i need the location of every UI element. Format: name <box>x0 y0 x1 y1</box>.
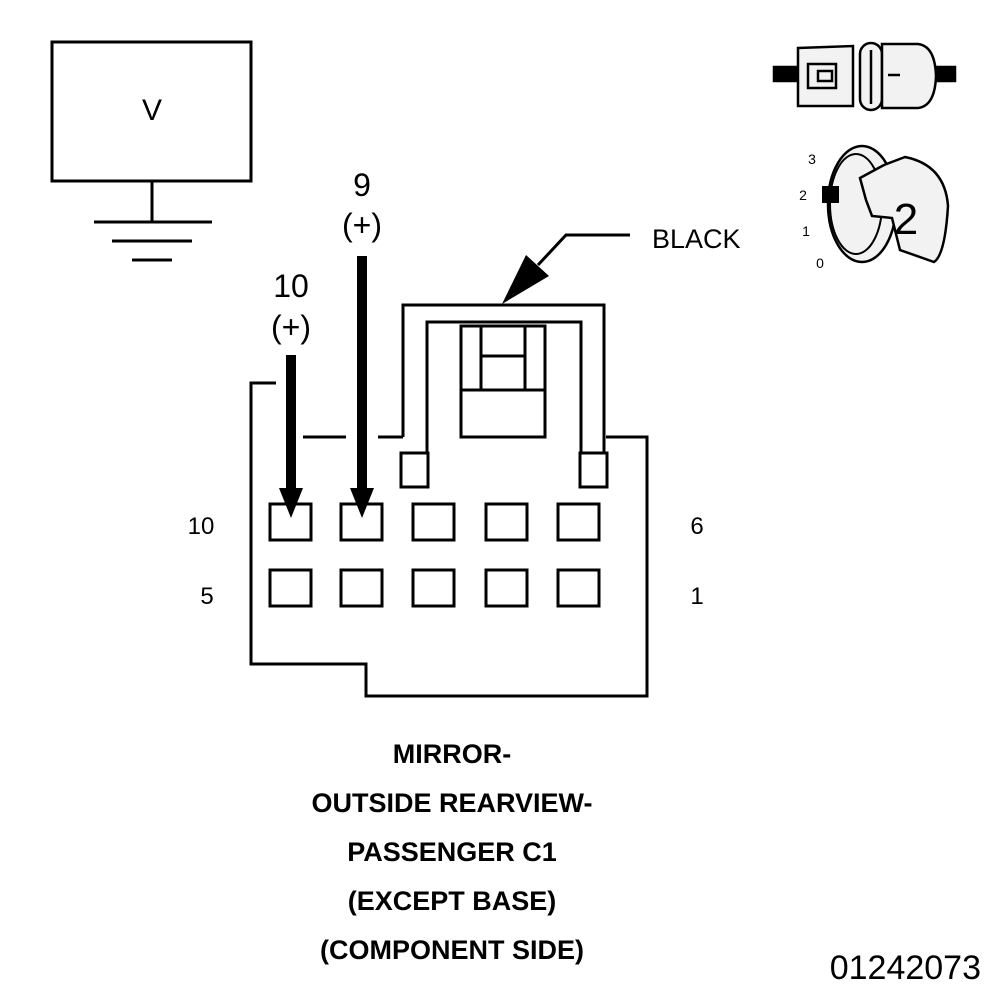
cavity-2 <box>484 568 529 608</box>
key-position-1: 1 <box>802 223 810 239</box>
probe-arrow-10 <box>279 355 303 518</box>
color-callout: BLACK <box>502 224 741 304</box>
probe-9-polarity-label: (+) <box>342 207 382 243</box>
voltmeter: V <box>50 40 253 262</box>
cavity-6 <box>556 502 601 542</box>
cavity-4 <box>339 568 384 608</box>
key-position-2: 2 <box>799 187 807 203</box>
cavity-7 <box>484 502 529 542</box>
row-bottom-left-label: 5 <box>200 583 213 610</box>
caption-line-2: OUTSIDE REARVIEW- <box>312 788 593 818</box>
cavity-1 <box>556 568 601 608</box>
pin-cavities <box>268 502 601 608</box>
connector-caption: MIRROR- OUTSIDE REARVIEW- PASSENGER C1 (… <box>312 739 593 965</box>
probe-9-pin-label: 9 <box>353 167 371 203</box>
cavity-5 <box>268 568 313 608</box>
connector-latch <box>399 303 609 489</box>
row-bottom-right-label: 1 <box>690 583 703 610</box>
key-position-3: 3 <box>808 151 816 167</box>
ground-symbol <box>94 181 212 262</box>
connector-pair-icon <box>772 41 957 112</box>
figure-id: 01242073 <box>830 949 981 987</box>
cavity-8 <box>411 502 456 542</box>
connector: 10 6 5 1 <box>188 303 704 698</box>
key-position-0: 0 <box>816 255 824 271</box>
cavity-3 <box>411 568 456 608</box>
caption-line-4: (EXCEPT BASE) <box>348 886 557 916</box>
ignition-key-icon: 3 2 1 0 2 <box>799 144 950 271</box>
probe-10-pin-label: 10 <box>273 268 309 304</box>
probe-10-polarity-label: (+) <box>271 309 311 345</box>
voltmeter-label: V <box>142 94 162 127</box>
connector-outline <box>249 381 649 698</box>
caption-line-3: PASSENGER C1 <box>347 837 557 867</box>
row-top-right-label: 6 <box>690 513 703 540</box>
key-selected-position: 2 <box>894 195 918 244</box>
connector-color-label: BLACK <box>652 224 741 254</box>
probe-arrow-9 <box>350 256 374 518</box>
caption-line-5: (COMPONENT SIDE) <box>320 935 584 965</box>
caption-line-1: MIRROR- <box>393 739 511 769</box>
key-position-marker <box>822 186 839 203</box>
row-top-left-label: 10 <box>188 513 215 540</box>
